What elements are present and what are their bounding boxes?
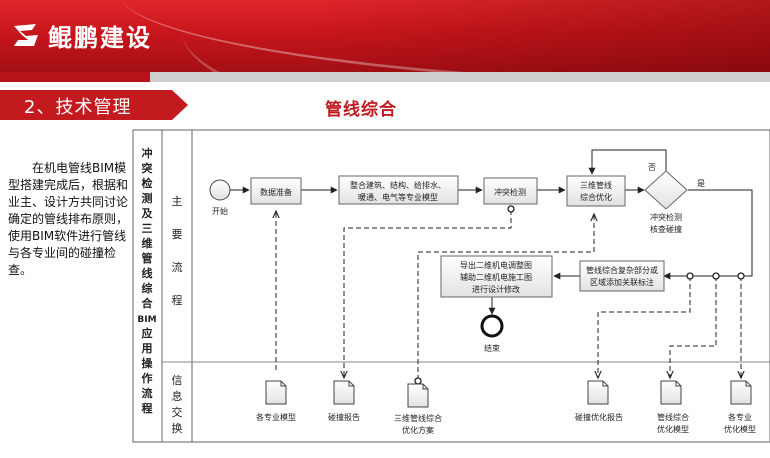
side-title-char: BIM <box>137 315 156 325</box>
svg-text:换: 换 <box>172 421 183 435</box>
svg-text:冲突检测: 冲突检测 <box>494 187 526 197</box>
integrate-models-node: 整合建筑、结构、给排水、 暖通、电气等专业模型 <box>338 175 459 205</box>
svg-text:息: 息 <box>172 389 183 403</box>
header-divider <box>0 72 770 82</box>
side-title-char: 冲 <box>142 146 153 160</box>
svg-text:要: 要 <box>172 228 183 241</box>
svg-text:各专业模型: 各专业模型 <box>256 412 296 422</box>
svg-text:综合优化: 综合优化 <box>580 192 612 202</box>
svg-text:区域添加关联标注: 区域添加关联标注 <box>590 277 654 287</box>
svg-text:信: 信 <box>172 374 183 387</box>
side-title-char: 及 <box>142 207 154 220</box>
svg-text:暖通、电气等专业模型: 暖通、电气等专业模型 <box>358 192 438 202</box>
svg-text:优化模型: 优化模型 <box>724 424 756 434</box>
logo-mark-icon <box>14 24 38 46</box>
flow-connectors <box>230 149 753 315</box>
decision-node: 冲突检测 核查碰撞 否 是 <box>644 163 705 234</box>
svg-text:整合建筑、结构、给排水、: 整合建筑、结构、给排水、 <box>350 180 446 190</box>
svg-text:主: 主 <box>172 195 183 208</box>
junction-dots <box>414 205 745 385</box>
page-heading: 管线综合 <box>325 100 397 120</box>
svg-text:数据准备: 数据准备 <box>260 187 292 197</box>
document-node: 碰撞优化报告 <box>575 380 623 422</box>
svg-text:各专业: 各专业 <box>728 412 752 422</box>
side-title-char: 应 <box>142 326 153 340</box>
diagram-side-title: 冲 突 检 测 及 三 维 管 线 综 合 BIM 应 用 操 作 流 程 <box>137 146 156 415</box>
svg-text:导出二维机电调整图: 导出二维机电调整图 <box>460 260 532 270</box>
annotate-node: 管线综合复杂部分或 区域添加关联标注 <box>579 260 665 292</box>
header-banner: 鲲鹏建设 <box>0 0 770 72</box>
description-text: 在机电管线BIM模型搭建完成后，根据和业主、设计方共同讨论确定的管线排布原则，使… <box>8 161 129 277</box>
svg-text:辅助二维机电施工图: 辅助二维机电施工图 <box>460 272 532 282</box>
svg-text:开始: 开始 <box>212 206 228 216</box>
svg-text:优化模型: 优化模型 <box>657 424 689 434</box>
side-title-char: 线 <box>142 266 153 280</box>
start-node: 开始 <box>209 179 231 216</box>
side-title-char: 管 <box>142 251 153 265</box>
document-node: 各专业 优化模型 <box>724 380 756 434</box>
brand-logo: 鲲鹏建设 <box>12 18 152 52</box>
section-tab-shape <box>0 90 188 120</box>
decision-yes-label: 是 <box>697 179 705 188</box>
end-node: 结束 <box>480 314 504 353</box>
side-title-char: 作 <box>142 371 153 385</box>
svg-text:碰撞优化报告: 碰撞优化报告 <box>575 412 623 422</box>
side-title-char: 流 <box>142 386 153 400</box>
info-connectors <box>276 210 741 380</box>
decision-no-label: 否 <box>648 163 656 172</box>
document-node: 管线综合 优化模型 <box>657 380 689 434</box>
header-divider-accent <box>0 72 150 82</box>
svg-text:交: 交 <box>172 405 183 419</box>
side-title-char: 测 <box>142 191 153 205</box>
svg-text:优化方案: 优化方案 <box>402 425 434 435</box>
svg-text:流: 流 <box>172 260 183 274</box>
svg-text:进行设计修改: 进行设计修改 <box>472 284 520 294</box>
side-title-char: 突 <box>142 161 153 175</box>
side-title-char: 合 <box>142 296 154 310</box>
document-node: 三维管线综合 优化方案 <box>394 383 442 435</box>
side-title-char: 检 <box>142 176 153 190</box>
side-title-char: 程 <box>142 401 153 415</box>
document-node: 碰撞报告 <box>328 380 360 422</box>
svg-text:管线综合复杂部分或: 管线综合复杂部分或 <box>586 265 658 275</box>
side-title-char: 用 <box>142 342 153 355</box>
side-title-char: 三 <box>142 222 153 235</box>
brand-name: 鲲鹏建设 <box>48 23 152 52</box>
svg-text:碰撞报告: 碰撞报告 <box>328 412 360 422</box>
svg-text:三维管线: 三维管线 <box>580 180 612 190</box>
svg-text:冲突检测: 冲突检测 <box>650 212 682 222</box>
side-title-char: 操 <box>142 356 154 370</box>
section-title: 2、技术管理 <box>24 97 132 118</box>
svg-text:核查碰撞: 核查碰撞 <box>650 224 682 234</box>
side-title-char: 维 <box>142 236 153 250</box>
header-shade <box>0 0 770 72</box>
export-drawings-node: 导出二维机电调整图 辅助二维机电施工图 进行设计修改 <box>440 255 553 298</box>
svg-text:管线综合: 管线综合 <box>657 412 689 422</box>
section-tab: 2、技术管理 <box>0 90 190 120</box>
svg-text:结束: 结束 <box>484 343 500 353</box>
document-node: 各专业模型 <box>256 380 296 422</box>
svg-text:三维管线综合: 三维管线综合 <box>394 413 442 423</box>
lane-label-info: 信 息 交 换 <box>172 374 183 435</box>
svg-text:程: 程 <box>172 294 183 307</box>
optimize-node: 三维管线 综合优化 <box>566 175 626 207</box>
clash-detect-node: 冲突检测 <box>483 177 538 205</box>
lane-label-main: 主 要 流 程 <box>172 195 183 307</box>
side-title-char: 综 <box>142 281 153 295</box>
data-prep-node: 数据准备 <box>250 177 302 205</box>
